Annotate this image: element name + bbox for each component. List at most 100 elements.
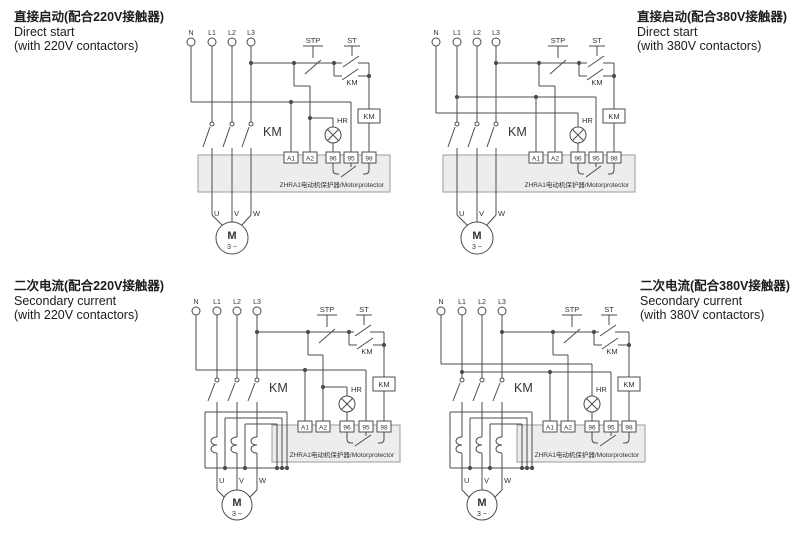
contact-point — [493, 121, 499, 127]
km-main-blade — [492, 382, 501, 402]
terminal-label: L2 — [473, 30, 481, 37]
km-aux-label: KM — [591, 78, 602, 87]
km-main-blade — [227, 382, 236, 402]
motor-output-label: U — [459, 209, 464, 218]
contact-point — [229, 121, 235, 127]
protector-terminal-label: 98 — [380, 425, 388, 432]
contact-point — [474, 121, 480, 127]
terminal-L1 — [457, 306, 467, 316]
contact-point — [248, 121, 254, 127]
km-aux-blade — [586, 68, 604, 81]
motor-label: M — [472, 230, 481, 242]
motor-output-label: U — [214, 209, 219, 218]
contact-point — [459, 377, 465, 383]
protector-terminal — [302, 151, 318, 164]
km-main-blade — [241, 126, 250, 148]
title-direct-380: 直接启动(配合380V接触器) Direct start (with 380V … — [637, 10, 787, 54]
protector-terminal — [297, 420, 313, 433]
ct-coil — [495, 436, 503, 454]
ct-coil — [210, 436, 218, 454]
km-main-blade — [222, 126, 231, 148]
km-aux-blade — [356, 337, 374, 350]
terminal-L2 — [472, 37, 482, 47]
indicator-label: HR — [596, 385, 607, 394]
relay-contact — [363, 163, 370, 175]
motor-output-label: V — [234, 209, 239, 218]
km-main-blade — [202, 126, 211, 148]
contact-point — [214, 377, 220, 383]
relay-contact — [332, 163, 339, 175]
relay-blade — [354, 434, 372, 447]
km-aux-blade — [601, 337, 619, 350]
protector-terminal-label: 96 — [329, 156, 337, 163]
km-main-blade — [452, 382, 461, 402]
motor-phase-label: 3 ~ — [472, 244, 482, 251]
title-en-2: (with 380V contactors) — [640, 308, 765, 322]
terminal-N — [186, 37, 196, 47]
wire — [456, 214, 469, 227]
terminal-label: L1 — [453, 30, 461, 37]
title-en-1: Direct start — [637, 24, 698, 39]
protector-terminal-label: A2 — [551, 156, 559, 163]
motor-symbol — [466, 489, 498, 521]
ct-coil — [475, 436, 483, 454]
terminal-L3 — [497, 306, 507, 316]
start-button-label: ST — [592, 36, 602, 45]
lamp-cross — [586, 398, 598, 410]
title-en-2: (with 380V contactors) — [637, 39, 762, 53]
ct-coil — [455, 436, 463, 454]
terminal-label: N — [188, 30, 193, 37]
protector-name: ZHRA1电动机保护器/Motorprotector — [525, 180, 630, 189]
junction-dot — [529, 465, 535, 471]
relay-blade — [599, 434, 617, 447]
title-en-1: Secondary current — [14, 293, 117, 308]
km-aux-label: KM — [346, 78, 357, 87]
terminal-L1 — [212, 306, 222, 316]
start-button-label: ST — [359, 305, 369, 314]
protector-terminal — [283, 151, 299, 164]
km-main-blade — [467, 126, 476, 148]
terminal-L3 — [246, 37, 256, 47]
terminal-L2 — [477, 306, 487, 316]
motor-output-label: W — [504, 476, 512, 485]
km-main-blade — [247, 382, 256, 402]
relay-contact — [591, 432, 598, 444]
km-coil-label: KM — [623, 380, 634, 389]
km-coil-label: KM — [608, 112, 619, 121]
motor-output-label: U — [464, 476, 469, 485]
protector-terminal — [547, 151, 563, 164]
terminal-L1 — [452, 37, 462, 47]
km-aux-label: KM — [361, 347, 372, 356]
terminal-label: L1 — [458, 299, 466, 306]
title-cn: 直接启动(配合220V接触器) — [14, 10, 165, 24]
junction-dot — [493, 60, 499, 66]
protector-terminal-label: 96 — [574, 156, 582, 163]
junction-dot — [519, 465, 525, 471]
protector-terminal-label: 96 — [588, 425, 596, 432]
motor-symbol — [221, 489, 253, 521]
terminal-N — [191, 306, 201, 316]
contact-point — [234, 377, 240, 383]
motor-symbol — [460, 221, 494, 255]
km-main-label: KM — [508, 125, 527, 139]
terminal-L1 — [207, 37, 217, 47]
protector-name: ZHRA1电动机保护器/Motorprotector — [535, 450, 640, 459]
terminal-label: L3 — [247, 30, 255, 37]
protector-terminal — [542, 420, 558, 433]
junction-dot — [248, 60, 254, 66]
motor-output-label: U — [219, 476, 224, 485]
wire — [211, 214, 224, 227]
relay-contact — [378, 432, 385, 444]
km-coil-label: KM — [363, 112, 374, 121]
terminal-label: L1 — [208, 30, 216, 37]
stp-blade — [318, 328, 336, 344]
km-main-blade — [472, 382, 481, 402]
stp-blade — [549, 59, 567, 75]
lamp-cross — [572, 129, 584, 141]
